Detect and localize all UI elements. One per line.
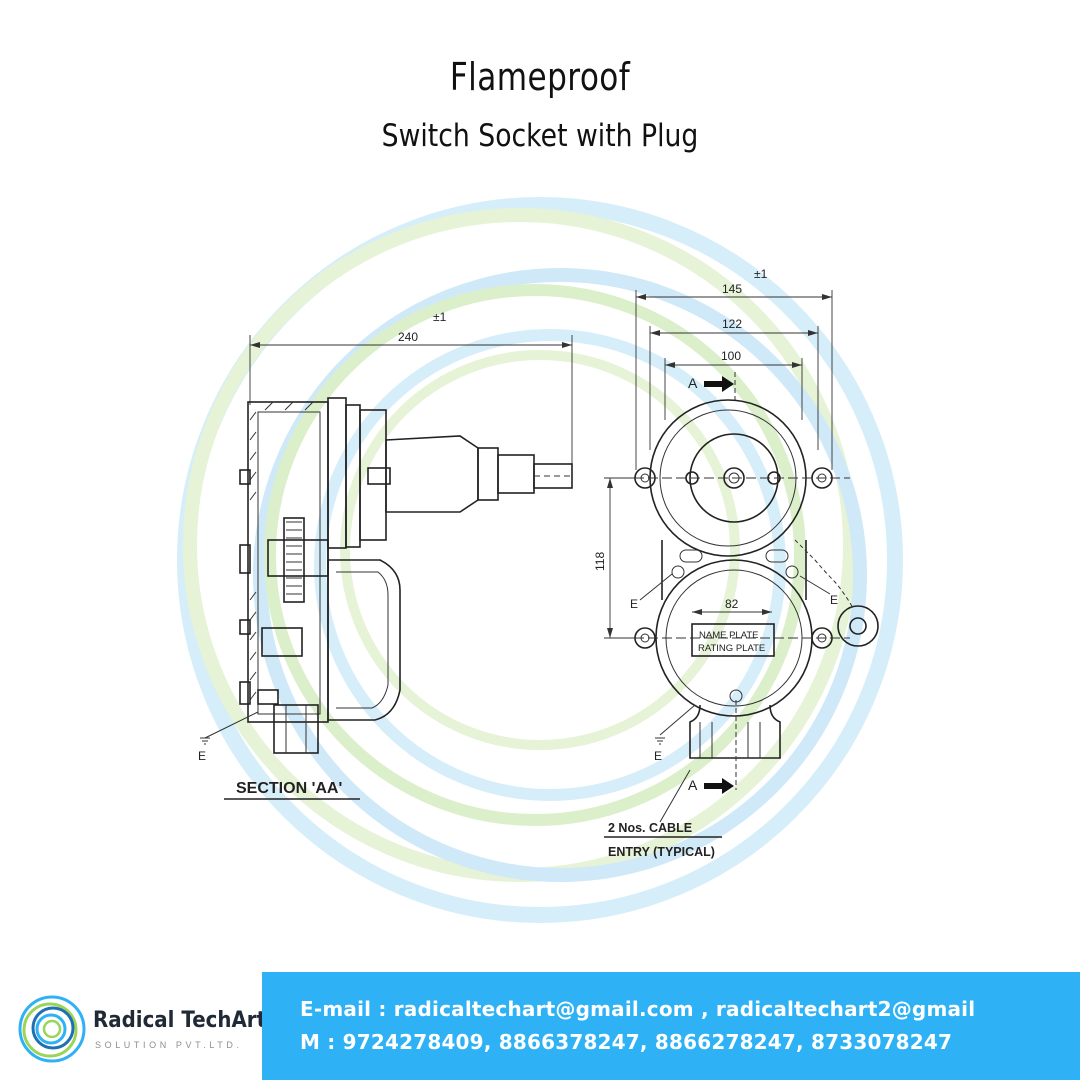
phone-contact[interactable]: M : 9724278409, 8866378247, 8866278247, … (300, 1030, 953, 1054)
front-earth-left: E (630, 597, 638, 611)
brand-tagline: SOLUTION PVT.LTD. (95, 1040, 243, 1050)
watermark-rings (177, 197, 903, 923)
side-tolerance: ±1 (433, 310, 447, 324)
name-plate-label: NAME PLATE (699, 630, 758, 641)
front-tolerance: ±1 (754, 267, 768, 281)
front-width-inner: 100 (721, 349, 741, 363)
front-width-mid: 122 (722, 317, 742, 331)
front-bottom-dim: 82 (725, 597, 739, 611)
cable-entry-line2: ENTRY (TYPICAL) (608, 845, 715, 859)
front-earth-right: E (830, 593, 838, 607)
front-view: ±1 145 122 100 A (593, 267, 879, 859)
cable-entry-line1: 2 Nos. CABLE (608, 821, 692, 835)
front-height-dim: 118 (593, 552, 607, 571)
email-contact[interactable]: E-mail : radicaltechart@gmail.com , radi… (300, 997, 976, 1021)
brand-name: Radical TechArt (93, 1008, 267, 1033)
technical-drawing: ±1 240 (177, 197, 903, 923)
section-arrow-top: A (688, 375, 698, 391)
brand-logo-icon (18, 995, 86, 1063)
rating-plate-label: RATING PLATE (698, 643, 765, 654)
section-arrow-bottom: A (688, 777, 698, 793)
side-length-dim: 240 (398, 330, 418, 344)
front-earth-bottom: E (654, 749, 662, 763)
front-width-outer: 145 (722, 282, 742, 296)
section-label: SECTION 'AA' (236, 780, 342, 797)
page-subtitle: Switch Socket with Plug (381, 118, 699, 154)
page-title: Flameproof (449, 55, 631, 99)
contact-bar (262, 972, 1080, 1080)
side-section-view: ±1 240 (198, 310, 573, 800)
side-earth-label: E (198, 749, 206, 763)
